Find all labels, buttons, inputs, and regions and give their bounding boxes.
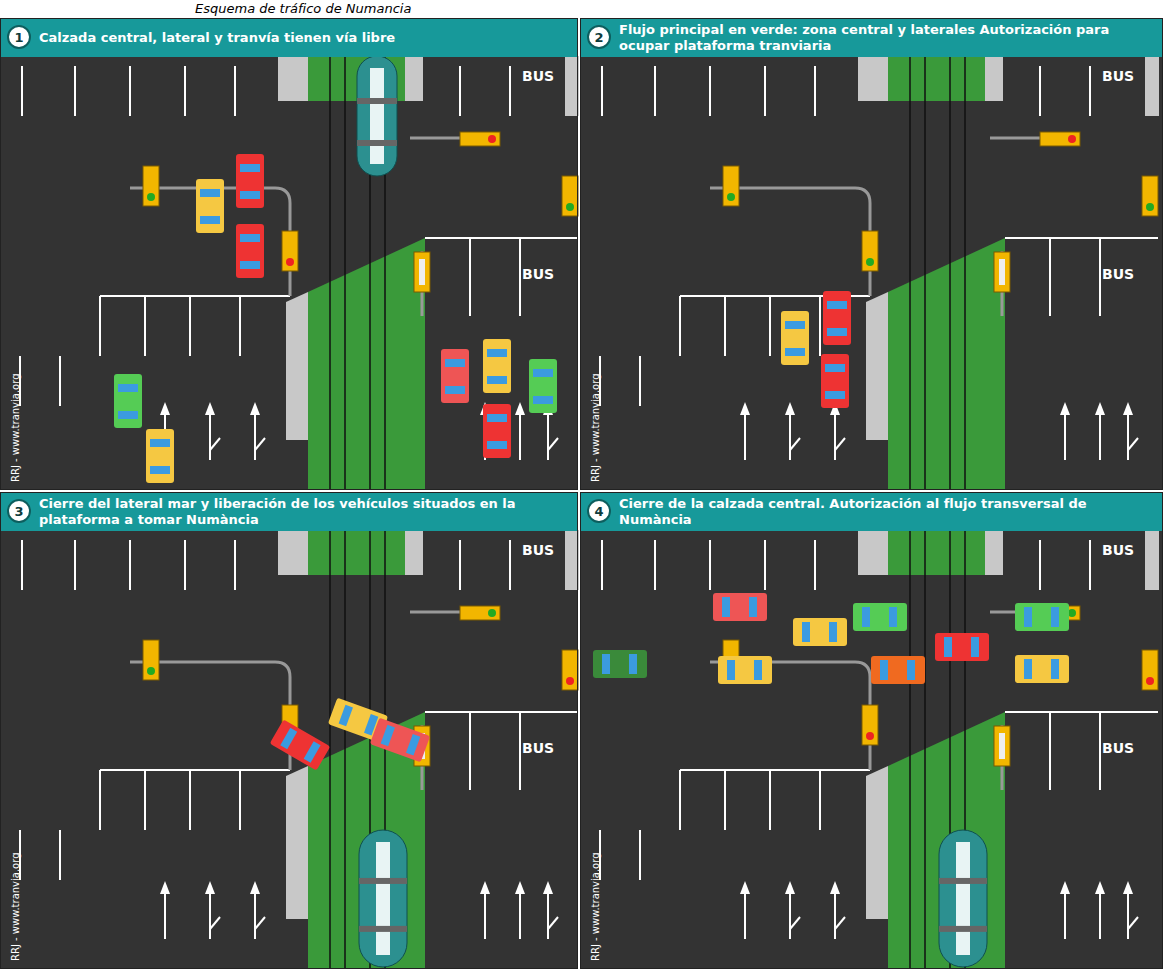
car: [236, 224, 264, 278]
traffic-light: [1142, 176, 1158, 216]
traffic-light: [562, 176, 578, 216]
step-number: 4: [587, 499, 611, 523]
step-number-text: 1: [14, 31, 23, 44]
step-heading: Cierre del lateral mar y liberación de l…: [1, 493, 577, 531]
title: Esquema de tráfico de Numancia: [195, 1, 411, 16]
tram: [357, 56, 397, 176]
car: [483, 404, 511, 458]
traffic-light: [143, 640, 159, 680]
watermark: RRJ - www.tranvia.org: [590, 852, 601, 961]
car: [146, 429, 174, 483]
tram: [359, 830, 407, 967]
car: [270, 719, 331, 770]
step-panel: Cierre de la calzada central. Autorizaci…: [580, 492, 1163, 969]
car: [821, 354, 849, 408]
watermark: RRJ - www.tranvia.org: [10, 373, 21, 482]
step-heading: Cierre de la calzada central. Autorizaci…: [581, 493, 1162, 531]
traffic-light: [282, 231, 298, 271]
lane-label: BUS: [1102, 68, 1134, 84]
step-panel: Calzada central, lateral y tranvía tiene…: [0, 18, 578, 490]
car: [114, 374, 142, 428]
step-panel: Flujo principal en verde: zona central y…: [580, 18, 1163, 490]
tram: [939, 830, 987, 967]
lane-label: BUS: [522, 68, 554, 84]
car: [781, 311, 809, 365]
car: [529, 359, 557, 413]
lane-label: BUS: [522, 266, 554, 282]
step-number-text: 2: [594, 31, 603, 44]
car: [441, 349, 469, 403]
step-number: 1: [7, 25, 31, 49]
car: [793, 618, 847, 646]
traffic-light: [1040, 132, 1080, 146]
traffic-light: [460, 132, 500, 146]
intersection: [0, 56, 579, 490]
car: [853, 603, 907, 631]
car: [483, 339, 511, 393]
step-heading: Flujo principal en verde: zona central y…: [581, 19, 1162, 57]
intersection: [0, 530, 579, 969]
traffic-light: [143, 166, 159, 206]
car: [718, 656, 772, 684]
traffic-light: [862, 231, 878, 271]
car: [935, 633, 989, 661]
car: [1015, 603, 1069, 631]
step-number: 2: [587, 25, 611, 49]
car: [713, 593, 767, 621]
lane-label: BUS: [1102, 542, 1134, 558]
car: [823, 291, 851, 345]
traffic-light: [862, 705, 878, 745]
car: [871, 656, 925, 684]
car: [370, 718, 430, 763]
car: [593, 650, 647, 678]
intersection: [580, 56, 1163, 490]
traffic-light: [1142, 650, 1158, 690]
step-number-text: 3: [14, 505, 23, 518]
intersection: [580, 530, 1163, 969]
car: [236, 154, 264, 208]
traffic-light: [723, 166, 739, 206]
lane-label: BUS: [1102, 266, 1134, 282]
watermark: RRJ - www.tranvia.org: [590, 373, 601, 482]
lane-label: BUS: [1102, 740, 1134, 756]
lane-label: BUS: [522, 542, 554, 558]
traffic-light: [460, 606, 500, 620]
car: [196, 179, 224, 233]
step-number: 3: [7, 499, 31, 523]
step-heading: Calzada central, lateral y tranvía tiene…: [1, 19, 577, 57]
car: [1015, 655, 1069, 683]
traffic-light: [562, 650, 578, 690]
step-panel: Cierre del lateral mar y liberación de l…: [0, 492, 578, 969]
step-number-text: 4: [594, 505, 603, 518]
lane-label: BUS: [522, 740, 554, 756]
watermark: RRJ - www.tranvia.org: [10, 852, 21, 961]
